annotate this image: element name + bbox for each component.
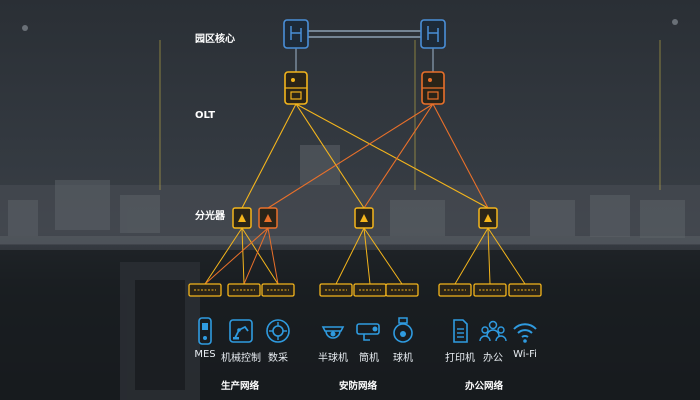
ptz-camera-icon [393, 317, 413, 343]
splitter-onu-link [241, 227, 245, 285]
splitter-onu-link [204, 227, 269, 285]
device-label-bullet-camera: 筒机 [359, 353, 379, 364]
core-switch-glyph [427, 26, 439, 42]
printer-icon [453, 319, 468, 343]
core-layer-label: 园区核心 [195, 34, 235, 45]
olt-node-glyph [291, 78, 295, 82]
splitter-layer-label: 分光器 [195, 211, 225, 222]
splitter-onu-link [243, 227, 269, 285]
splitter-onu-link [487, 227, 526, 285]
group-label-production: 生产网络 [220, 381, 260, 392]
olt-splitter-link [432, 103, 489, 209]
splitter-onu-link [363, 227, 403, 285]
core-switch-node [420, 19, 446, 49]
device-label-printer: 打印机 [445, 353, 475, 364]
core-switch-glyph [290, 26, 302, 42]
robot-arm-icon [229, 319, 253, 343]
device-label-mes: MES [194, 349, 216, 360]
olt-layer-label: OLT [195, 110, 216, 121]
splitter-onu-link [204, 227, 243, 285]
olt-splitter-link [241, 103, 297, 209]
device-label-ptz-camera: 球机 [393, 353, 413, 364]
splitter-onu-link [363, 227, 371, 285]
device-label-data-collection: 数采 [268, 353, 288, 364]
olt-splitter-link [267, 103, 434, 209]
splitter-node-glyph [484, 214, 492, 222]
wifi-icon [513, 323, 537, 343]
office-users-icon [479, 320, 507, 342]
device-label-wifi: Wi-Fi [513, 349, 537, 360]
tablet-terminal-icon [198, 317, 212, 345]
dome-camera-icon [321, 326, 345, 339]
group-label-security: 安防网络 [338, 381, 378, 392]
splitter-node-glyph [264, 214, 272, 222]
olt-node-glyph [428, 78, 432, 82]
data-collection-icon [266, 319, 290, 343]
splitter-onu-link [267, 227, 279, 285]
olt-node-glyph [427, 91, 439, 100]
core-switch-node [283, 19, 309, 49]
device-label-dome-camera: 半球机 [318, 353, 348, 364]
splitter-onu-link [335, 227, 365, 285]
olt-node-glyph [290, 91, 302, 100]
olt-splitter-link [295, 103, 489, 209]
group-label-office: 办公网络 [464, 381, 504, 392]
splitter-node-glyph [238, 214, 246, 222]
device-label-office: 办公 [483, 353, 503, 364]
splitter-onu-link [241, 227, 279, 285]
olt-splitter-link [295, 103, 365, 209]
olt-splitter-link [363, 103, 434, 209]
splitter-node-glyph [360, 214, 368, 222]
bullet-camera-icon [356, 323, 380, 341]
splitter-onu-link [487, 227, 491, 285]
device-label-machine-control: 机械控制 [221, 353, 261, 364]
splitter-onu-link [454, 227, 489, 285]
